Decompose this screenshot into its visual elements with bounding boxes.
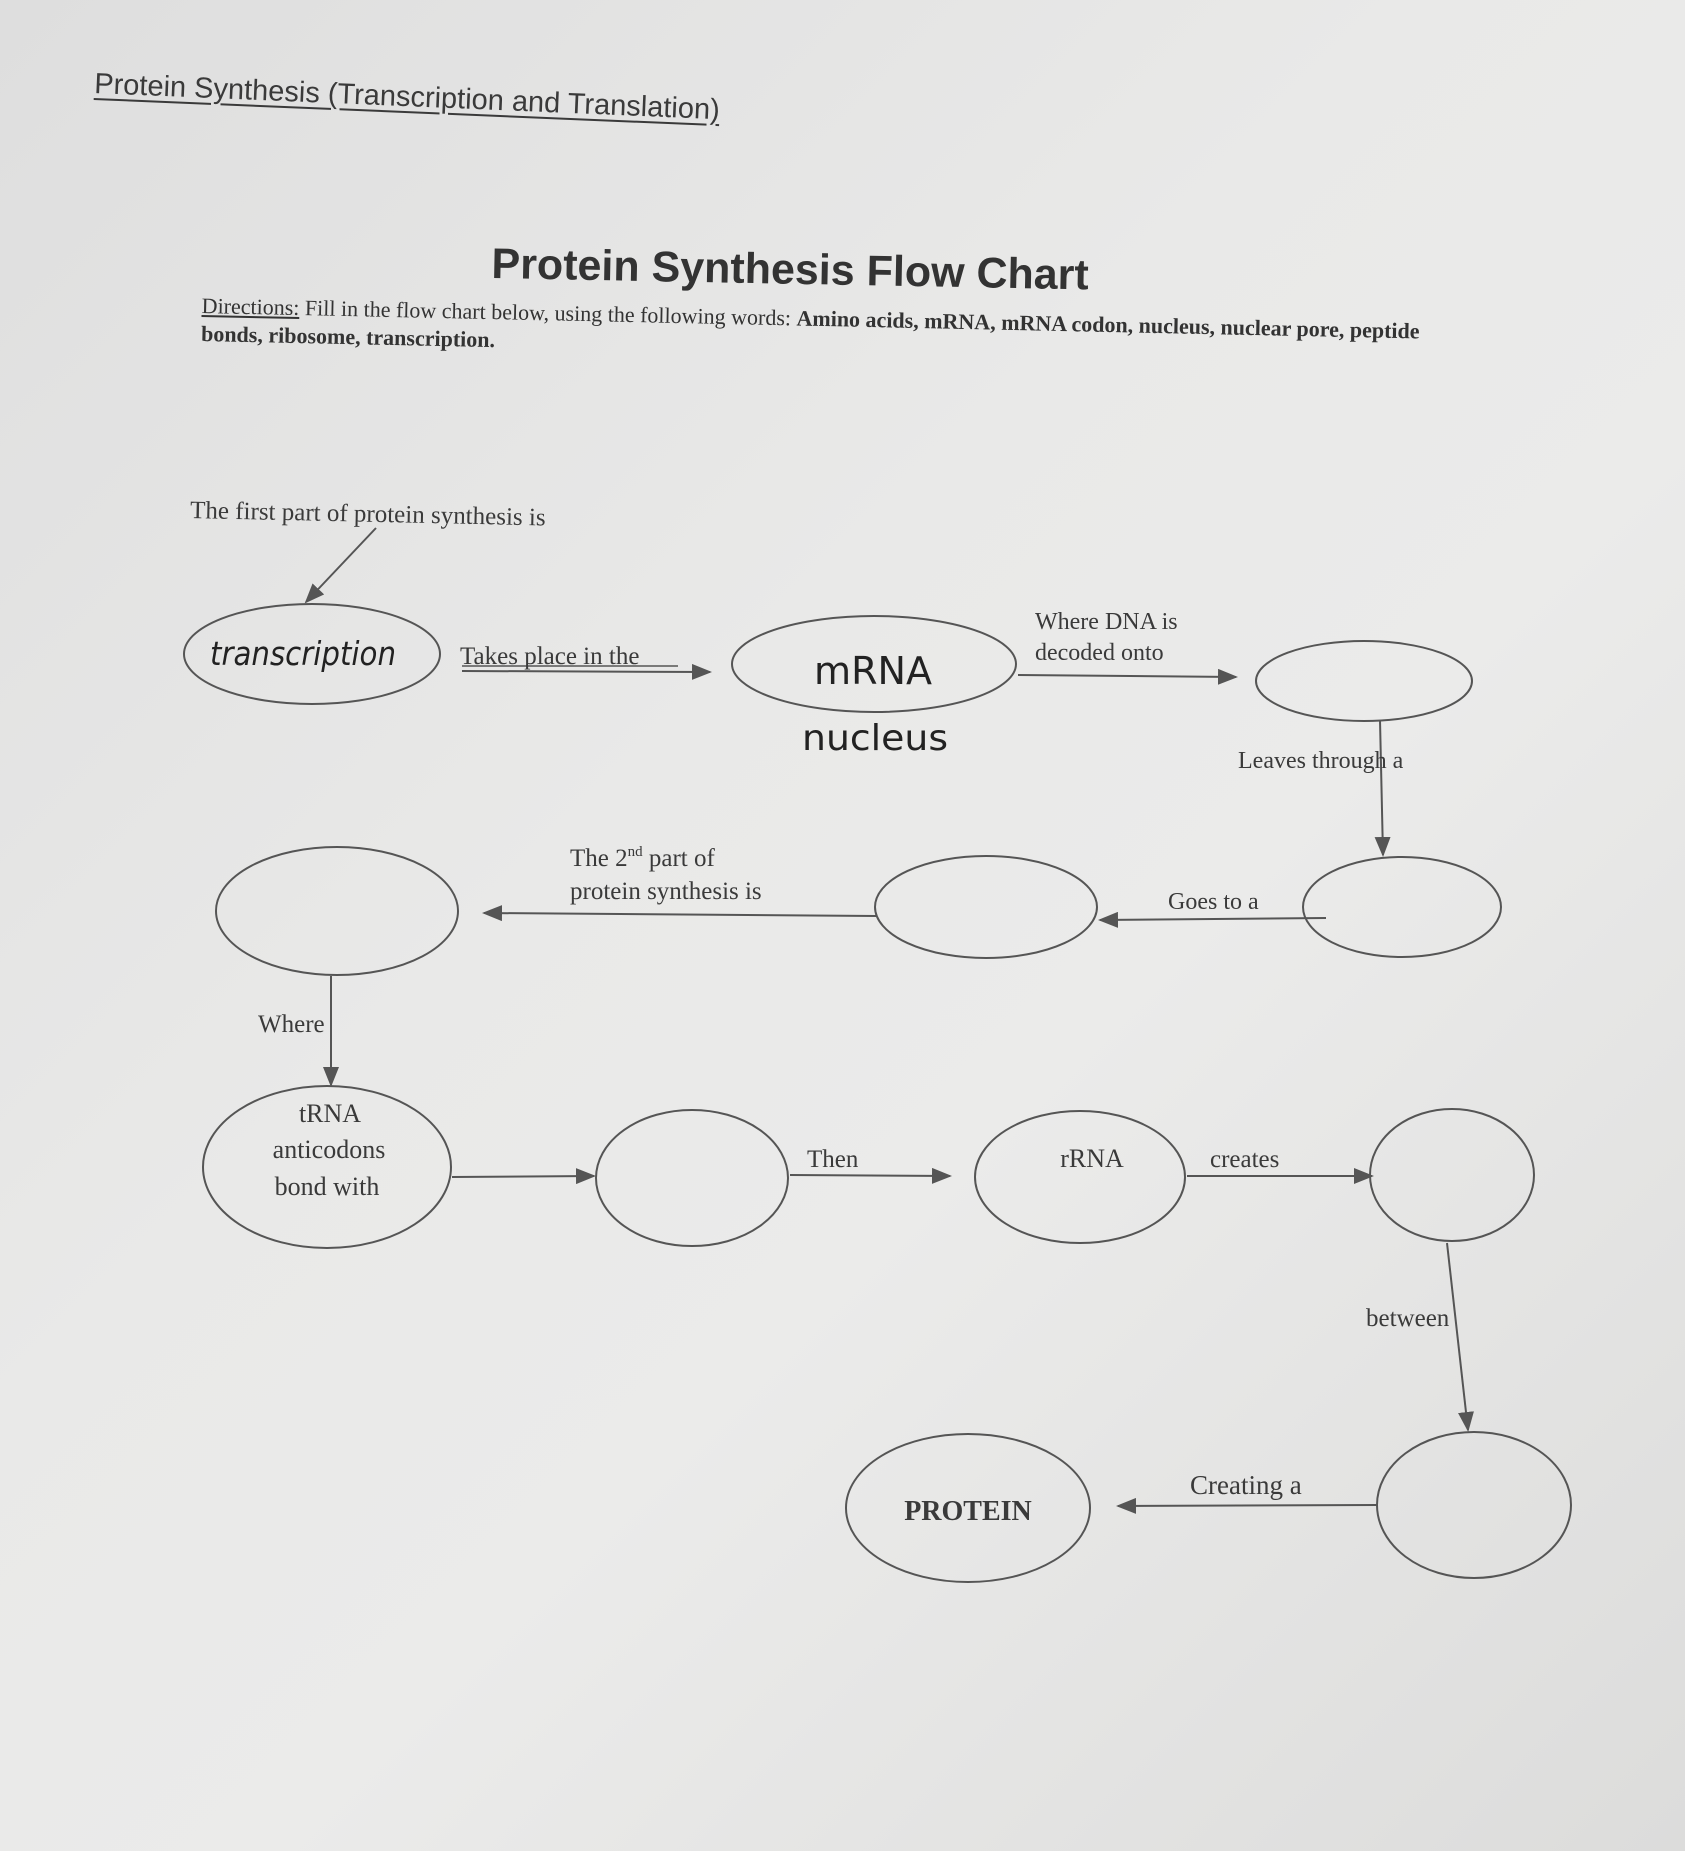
node-mrna xyxy=(731,615,1017,713)
arrow-goes-to xyxy=(1098,911,1327,928)
label-creating: Creating a xyxy=(1190,1470,1302,1500)
arrow-leaves xyxy=(1374,719,1391,857)
label-protein: PROTEIN xyxy=(904,1496,1032,1527)
label-rrna: rRNA xyxy=(1060,1144,1124,1173)
label-then: Then xyxy=(807,1146,859,1173)
label-creates: creates xyxy=(1210,1146,1279,1173)
node-rrna xyxy=(974,1110,1186,1244)
node-protein xyxy=(845,1433,1091,1583)
label-second-part-2: protein synthesis is xyxy=(570,878,762,905)
handwritten-answer-nucleus: nucleus xyxy=(802,718,948,759)
label-trna-3: bond with xyxy=(275,1172,380,1201)
node-blank-5 xyxy=(595,1109,789,1247)
node-blank-2 xyxy=(1302,856,1502,958)
arrow-intro xyxy=(304,527,377,604)
label-where-dna-1: Where DNA is xyxy=(1035,609,1178,635)
label-intro: The first part of protein synthesis is xyxy=(190,497,546,531)
node-blank-4 xyxy=(215,846,459,976)
label-between: between xyxy=(1366,1305,1450,1332)
label-where: Where xyxy=(258,1011,325,1038)
handwritten-answer-transcription: transcription xyxy=(210,634,396,673)
node-blank-7 xyxy=(1376,1431,1572,1579)
arrow-takes-place xyxy=(461,663,712,680)
label-trna-2: anticodons xyxy=(273,1135,386,1164)
node-blank-6 xyxy=(1369,1108,1535,1242)
label-leaves: Leaves through a xyxy=(1238,748,1404,774)
arrow-second-part xyxy=(482,905,877,922)
arrow-bond-with xyxy=(451,1168,596,1185)
label-where-dna-2: decoded onto xyxy=(1035,640,1164,666)
arrow-between xyxy=(1446,1242,1474,1432)
label-goes-to: Goes to a xyxy=(1168,889,1259,915)
node-blank-3 xyxy=(874,855,1098,959)
arrow-creating xyxy=(1116,1497,1378,1514)
node-blank-1 xyxy=(1255,640,1473,722)
node-transcription xyxy=(183,603,441,705)
label-trna-1: tRNA xyxy=(299,1099,361,1128)
label-second-part-1: The 2nd part of xyxy=(570,844,715,872)
handwritten-answer-mrna: mRNA xyxy=(814,649,932,693)
label-takes-place: Takes place in the xyxy=(460,643,639,670)
arrow-decoded-onto xyxy=(1017,668,1238,685)
arrow-then xyxy=(789,1167,952,1184)
